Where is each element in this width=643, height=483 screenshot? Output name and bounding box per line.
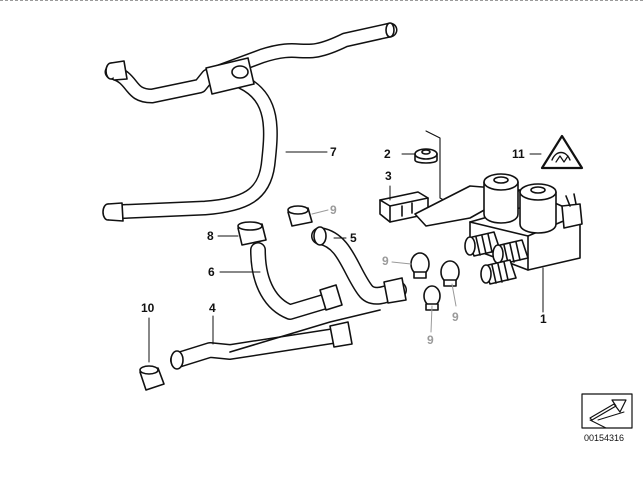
- callout-11: 11: [512, 147, 525, 161]
- top-dashed-rule: [0, 0, 643, 1]
- callout-5: 5: [350, 231, 357, 245]
- leader-lines-grey: [311, 209, 457, 333]
- callout-9-clamp-right: 9: [452, 310, 459, 324]
- callout-1: 1: [540, 312, 547, 326]
- document-number: 00154316: [584, 433, 624, 443]
- callout-10: 10: [141, 301, 155, 315]
- sleeve-part-9-upper: [287, 205, 313, 227]
- hose-clamps-part-9: [410, 252, 460, 311]
- callout-9-clamp-left: 9: [382, 254, 389, 268]
- callout-8: 8: [207, 229, 214, 243]
- callout-6: 6: [208, 265, 215, 279]
- callout-9-sleeve: 9: [330, 203, 337, 217]
- heater-valve-part-1: [414, 173, 583, 285]
- arrow-icon: [581, 393, 633, 429]
- warning-label-part-11: [540, 134, 584, 170]
- hose-part-6: [250, 242, 343, 320]
- hose-part-4: [170, 309, 381, 370]
- grommet-part-2: [414, 148, 438, 164]
- callout-2: 2: [384, 147, 391, 161]
- hose-upper-part-7: [102, 22, 398, 222]
- leader-lines: [148, 151, 544, 363]
- sleeve-part-10: [139, 365, 165, 391]
- callout-9-clamp-bottom: 9: [427, 333, 434, 347]
- sleeve-part-8: [237, 221, 267, 246]
- hose-part-5: [311, 226, 407, 305]
- callout-3: 3: [385, 169, 392, 183]
- callout-7: 7: [330, 145, 337, 159]
- callout-4: 4: [209, 301, 216, 315]
